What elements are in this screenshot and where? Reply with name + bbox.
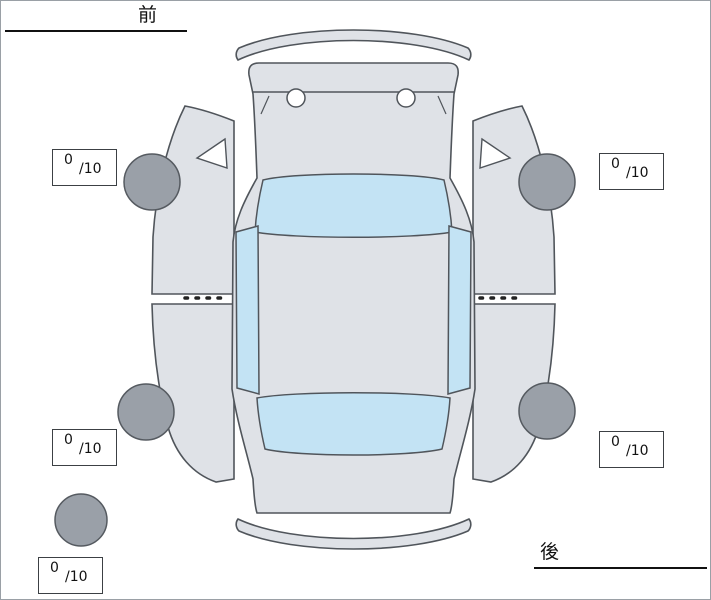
score-value: 0 [611, 156, 620, 172]
score-denominator: /10 [65, 569, 88, 585]
tire-front-left [123, 153, 181, 211]
windshield-glass [254, 173, 453, 238]
rear-label-underline [534, 567, 707, 569]
spare-tire [54, 493, 108, 547]
rear-right-tire-score: 0 /10 [599, 431, 664, 468]
score-denominator: /10 [79, 441, 102, 457]
tire-rear-right [518, 382, 576, 440]
score-denominator: /10 [79, 161, 102, 177]
rear-bumper-arc [235, 517, 472, 550]
score-denominator: /10 [626, 165, 649, 181]
tire-rear-left [117, 383, 175, 441]
score-value: 0 [611, 434, 620, 450]
score-value: 0 [64, 432, 73, 448]
right-side-window-glass [447, 225, 472, 395]
right-mirror-icon [479, 137, 512, 169]
front-label-underline [5, 30, 187, 32]
spare-tire-score: 0 /10 [38, 557, 103, 594]
rear-left-tire-score: 0 /10 [52, 429, 117, 466]
score-denominator: /10 [626, 443, 649, 459]
front-bumper-arc [235, 29, 472, 62]
score-value: 0 [64, 152, 73, 168]
front-left-tire-score: 0 /10 [52, 149, 117, 186]
left-side-window-glass [235, 225, 260, 395]
hood-crease-left [260, 95, 270, 115]
left-mirror-icon [195, 137, 228, 169]
rear-label: 後 [540, 541, 561, 563]
score-value: 0 [50, 560, 59, 576]
hood-circle-left [286, 88, 306, 108]
front-right-tire-score: 0 /10 [599, 153, 664, 190]
hood-circle-right [396, 88, 416, 108]
tire-front-right [518, 153, 576, 211]
hood-crease-right [437, 95, 447, 115]
rear-window-glass [256, 392, 451, 456]
front-label: 前 [138, 4, 159, 26]
